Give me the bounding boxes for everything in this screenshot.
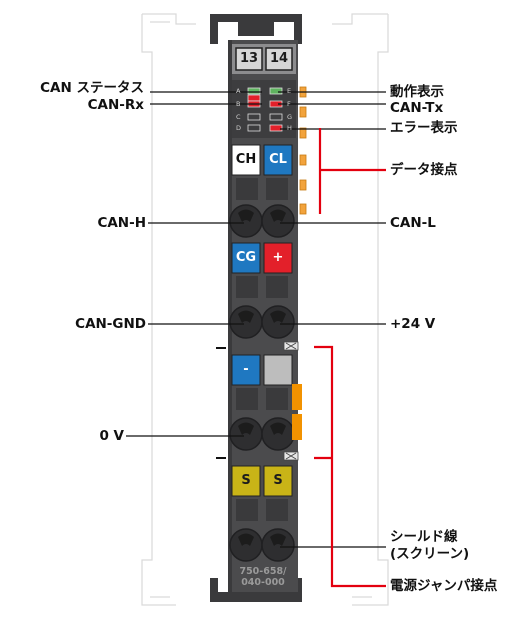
label-can-l: CAN-L — [390, 215, 436, 231]
clamp-0v-2[interactable] — [261, 417, 295, 451]
red-brackets — [314, 128, 386, 588]
label-plus-24v: +24 V — [390, 316, 436, 332]
led-letter-d: D — [236, 124, 242, 132]
release-slot-3a[interactable] — [236, 388, 258, 410]
led-letter-b: B — [236, 100, 241, 108]
marker-ch: CH — [235, 152, 257, 167]
label-can-rx: CAN-Rx — [87, 97, 144, 113]
led-error — [269, 124, 283, 132]
terminal-number-13: 13 — [239, 51, 259, 66]
release-slot-2b[interactable] — [266, 276, 288, 298]
label-operation-display: 動作表示 — [390, 84, 444, 100]
led-d — [247, 124, 261, 132]
led-letter-a: A — [236, 87, 241, 95]
label-error-display: エラー表示 — [390, 120, 458, 136]
label-0v: 0 V — [99, 428, 124, 444]
part-number-line1: 750-658/ — [239, 566, 287, 577]
power-jumper-contacts — [292, 384, 302, 440]
marker-cl: CL — [269, 152, 287, 167]
top-clip — [210, 14, 302, 44]
led-can-status-red — [247, 94, 261, 102]
led-letter-e: E — [287, 87, 292, 95]
marker-s2: S — [273, 473, 283, 488]
release-slot-1a[interactable] — [236, 178, 258, 200]
led-letter-h: H — [287, 124, 292, 132]
clamp-can-l[interactable] — [261, 204, 295, 238]
module-left-rail — [228, 40, 232, 592]
led-letter-g: G — [287, 113, 293, 121]
blank-grey-marker — [263, 354, 293, 386]
part-number-line2: 040-000 — [241, 577, 285, 588]
led-panel — [232, 80, 296, 138]
label-shield-line2: (スクリーン) — [390, 546, 470, 562]
clamp-0v[interactable] — [229, 417, 263, 451]
led-c — [247, 113, 261, 121]
clamp-plus-24v[interactable] — [261, 305, 295, 339]
label-can-gnd: CAN-GND — [75, 316, 146, 332]
release-slot-2a[interactable] — [236, 276, 258, 298]
clamp-can-h[interactable] — [229, 204, 263, 238]
led-operation — [269, 87, 283, 95]
marker-minus: - — [243, 362, 249, 377]
terminal-number-14: 14 — [269, 51, 289, 66]
marker-s1: S — [241, 473, 251, 488]
label-data-contacts: データ接点 — [390, 162, 458, 178]
clamp-shield-2[interactable] — [261, 528, 295, 562]
release-slot-1b[interactable] — [266, 178, 288, 200]
marker-cg: CG — [235, 250, 257, 265]
label-shield-line1: シールド線 — [390, 529, 458, 545]
release-slot-3b[interactable] — [266, 388, 288, 410]
marker-plus: + — [272, 250, 284, 265]
part-number: 750-658/ 040-000 — [228, 566, 298, 588]
led-letter-c: C — [236, 113, 241, 121]
release-slot-4a[interactable] — [236, 499, 258, 521]
ghost-outline — [141, 13, 389, 606]
label-can-h: CAN-H — [97, 215, 146, 231]
clamp-can-gnd[interactable] — [229, 305, 263, 339]
clamp-shield-1[interactable] — [229, 528, 263, 562]
led-letter-f: F — [287, 100, 291, 108]
data-contacts — [299, 86, 307, 215]
label-power-jumper: 電源ジャンパ接点 — [390, 578, 498, 594]
separator-marks — [216, 341, 299, 461]
label-can-status: CAN ステータス — [40, 80, 144, 96]
release-slot-4b[interactable] — [266, 499, 288, 521]
led-can-status-green — [247, 87, 261, 95]
led-g — [269, 113, 283, 121]
label-can-tx: CAN-Tx — [390, 100, 444, 116]
callout-lines — [126, 91, 386, 548]
